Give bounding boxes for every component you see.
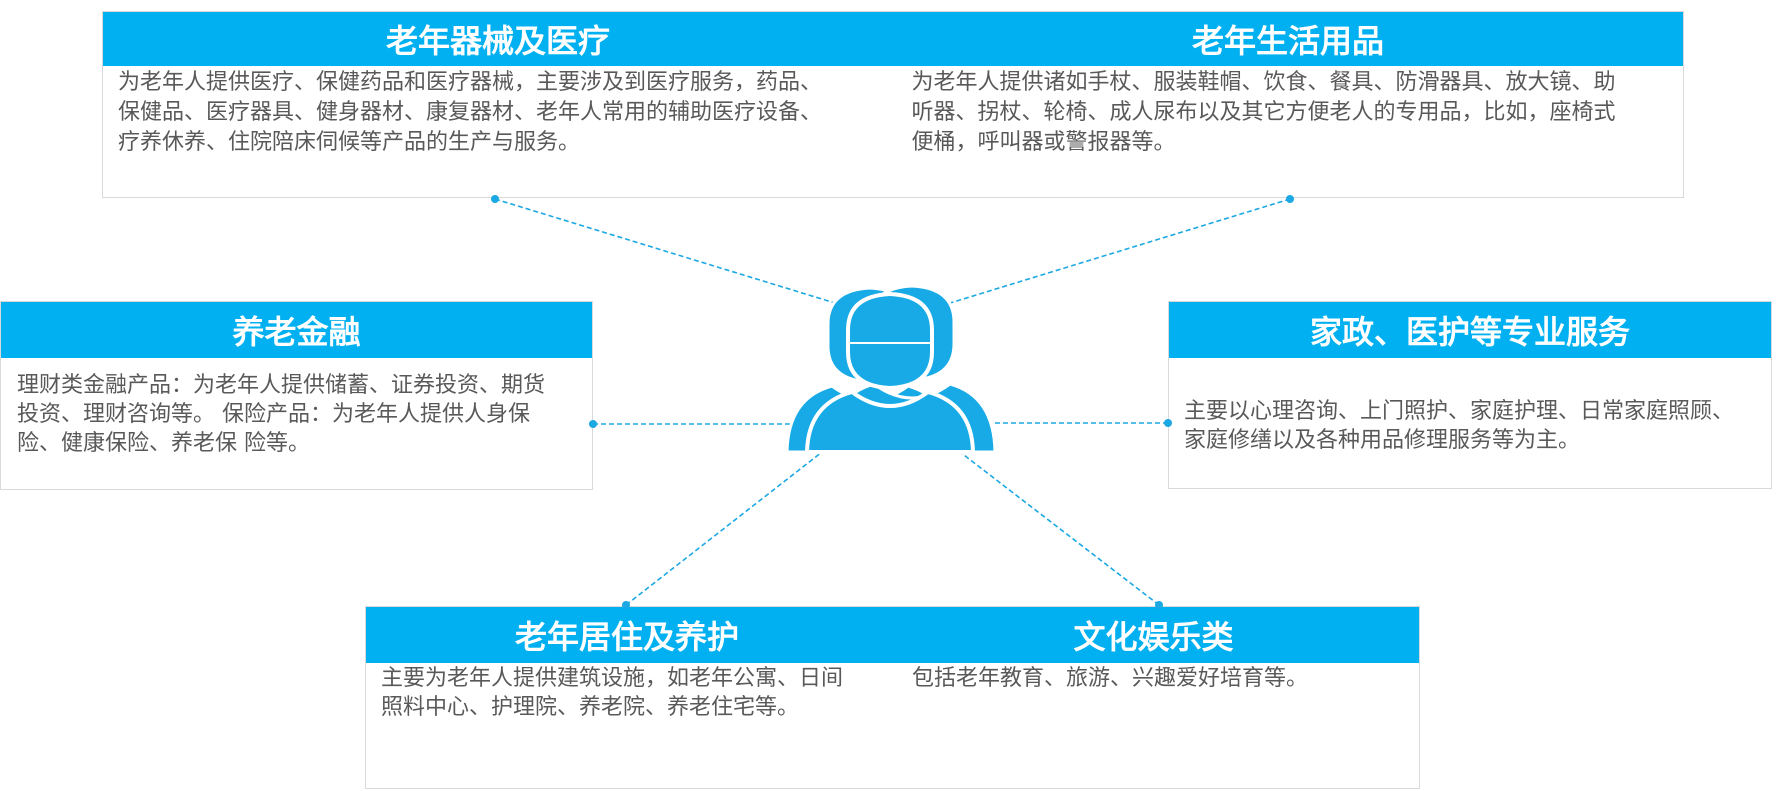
panel-title-elderly-housing: 老年居住及养护 (514, 618, 739, 656)
description-line: 保健品、医疗器具、健身器材、康复器材、老年人常用的辅助医疗设备、 (118, 100, 823, 125)
middle-right-panel-header: 家政、医护等专业服务 (1169, 302, 1771, 358)
panel-title-elderly-daily-goods: 老年生活用品 (1191, 22, 1384, 60)
top-panel: 老年器械及医疗 老年生活用品 为老年人提供医疗、保健药品和医疗器械，主要涉及到医… (102, 11, 1684, 198)
description-line: 投资、理财咨询等。 保险产品：为老年人提供人身保 (17, 402, 530, 427)
description-line: 为老年人提供医疗、保健药品和医疗器械，主要涉及到医疗服务，药品、 (118, 70, 823, 95)
description-culture-entertainment: 包括老年教育、旅游、兴趣爱好培育等。 (888, 663, 1419, 788)
description-elderly-housing: 主要为老年人提供建筑设施，如老年公寓、日间 照料中心、护理院、养老院、养老住宅等… (366, 663, 888, 788)
top-panel-header: 老年器械及医疗 老年生活用品 (103, 12, 1683, 66)
bottom-panel-header: 老年居住及养护 文化娱乐类 (366, 607, 1419, 663)
connector-bottom-left (625, 451, 823, 606)
description-line: 疗养休养、住院陪床伺候等产品的生产与服务。 (118, 130, 581, 155)
panel-title-culture-entertainment: 文化娱乐类 (1073, 618, 1234, 656)
description-line: 理财类金融产品：为老年人提供储蓄、证券投资、期货 (17, 373, 546, 398)
description-line: 便桶，呼叫器或警报器等。 (911, 130, 1176, 155)
description-line: 照料中心、护理院、养老院、养老住宅等。 (381, 695, 800, 720)
description-line: 听器、拐杖、轮椅、成人尿布以及其它方便老人的专用品，比如，座椅式 (911, 100, 1616, 125)
description-line: 险、健康保险、养老保 险等。 (17, 431, 310, 456)
connector-bottom-right (959, 451, 1160, 606)
panel-title-pension-finance: 养老金融 (232, 313, 361, 351)
panel-title-professional-services: 家政、医护等专业服务 (1309, 313, 1630, 351)
middle-left-panel-header: 养老金融 (1, 302, 592, 358)
description-elderly-daily-goods: 为老年人提供诸如手杖、服装鞋帽、饮食、餐具、防滑器具、放大镜、助 听器、拐杖、轮… (890, 66, 1684, 197)
bottom-panel: 老年居住及养护 文化娱乐类 主要为老年人提供建筑设施，如老年公寓、日间 照料中心… (365, 606, 1420, 789)
connector-top-right (936, 198, 1291, 308)
description-line: 主要为老年人提供建筑设施，如老年公寓、日间 (381, 666, 844, 691)
description-pension-finance: 理财类金融产品：为老年人提供储蓄、证券投资、期货 投资、理财咨询等。 保险产品：… (1, 358, 592, 489)
middle-right-panel: 家政、医护等专业服务 主要以心理咨询、上门照护、家庭护理、日常家庭照顾、 家庭修… (1168, 301, 1772, 489)
connector-top-left (494, 198, 849, 308)
middle-left-panel: 养老金融 理财类金融产品：为老年人提供储蓄、证券投资、期货 投资、理财咨询等。 … (0, 301, 593, 490)
panel-title-elderly-medical: 老年器械及医疗 (385, 22, 610, 60)
description-line: 为老年人提供诸如手杖、服装鞋帽、饮食、餐具、防滑器具、放大镜、助 (911, 70, 1616, 95)
description-elderly-medical: 为老年人提供医疗、保健药品和医疗器械，主要涉及到医疗服务，药品、 保健品、医疗器… (103, 66, 890, 197)
description-line: 主要以心理咨询、上门照护、家庭护理、日常家庭照顾、 (1184, 399, 1735, 424)
description-professional-services: 主要以心理咨询、上门照护、家庭护理、日常家庭照顾、 家庭修缮以及各种用品修理服务… (1169, 358, 1771, 488)
description-line: 家庭修缮以及各种用品修理服务等为主。 (1184, 428, 1581, 453)
description-line: 包括老年教育、旅游、兴趣爱好培育等。 (912, 666, 1309, 691)
